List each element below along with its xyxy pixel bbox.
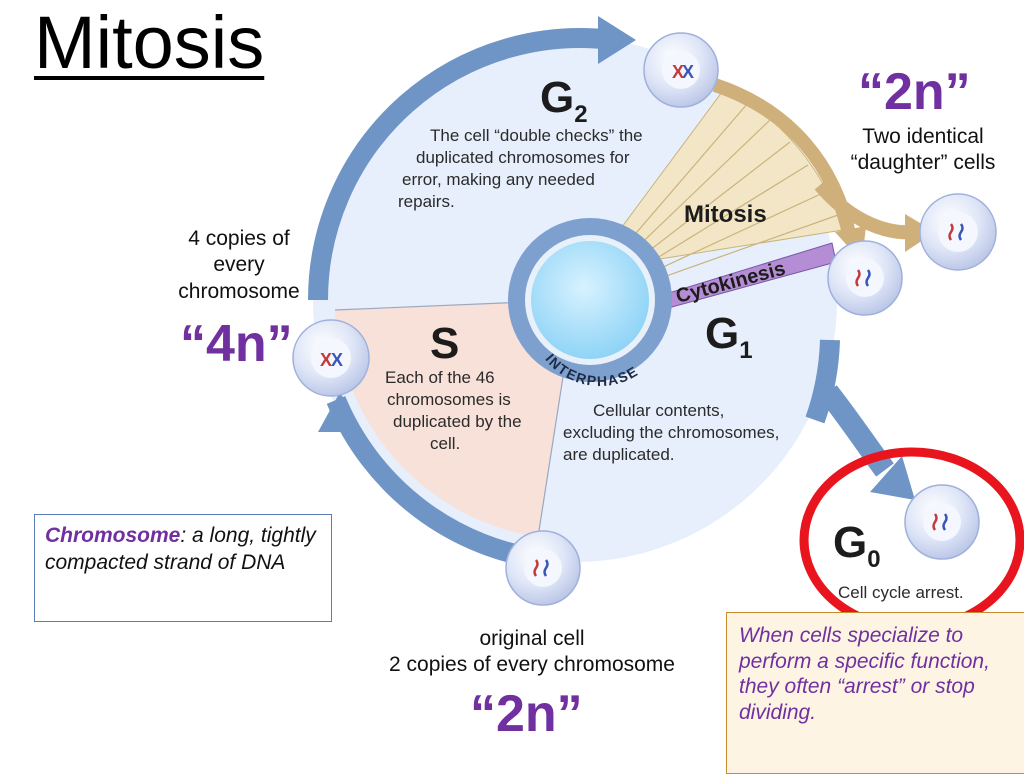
slide-title: Mitosis: [34, 1, 265, 84]
daughter-label-line1: Two identical: [862, 125, 984, 148]
daughter-label: Two identical “daughter” cells: [818, 124, 1024, 177]
specialization-note-box: When cells specialize to perform a speci…: [726, 612, 1024, 774]
daughter-label-line2: “daughter” cells: [850, 151, 996, 175]
svg-text:X: X: [682, 62, 694, 82]
g0-description: Cell cycle arrest.: [838, 583, 964, 602]
arrow-head-g0: [870, 456, 915, 500]
svg-text:repairs.: repairs.: [398, 192, 455, 211]
g1-heading: G1: [705, 309, 753, 364]
cell-s: X X: [292, 319, 370, 397]
svg-text:Each of the 46: Each of the 46: [385, 368, 495, 387]
s-cell-label: 4 copies of every chromosome: [150, 226, 328, 305]
original-cell-ploidy: “2n”: [470, 685, 583, 743]
svg-text:Cellular contents,: Cellular contents,: [593, 401, 724, 420]
daughter-ploidy: “2n”: [858, 63, 971, 121]
s-heading: S: [430, 319, 459, 368]
s-cell-ploidy: “4n”: [180, 315, 293, 373]
mitosis-label: Mitosis: [684, 201, 767, 228]
definition-text: : a long, tightly compacted strand of DN…: [45, 524, 316, 574]
g0-heading: G0: [833, 518, 881, 573]
chromosome-definition-box: Chromosome: a long, tightly compacted st…: [34, 514, 332, 622]
s-cell-label-line3: chromosome: [178, 279, 300, 303]
original-cell-label: original cell 2 copies of every chromoso…: [340, 626, 724, 679]
svg-text:chromosomes is: chromosomes is: [387, 390, 511, 409]
s-cell-label-line2: every: [213, 253, 265, 277]
cell-g0: [904, 484, 980, 560]
cell-daughter-2: [919, 193, 997, 271]
arrow-to-daughter-2: [814, 180, 916, 240]
g1-description: Cellular contents, excluding the chromos…: [563, 401, 779, 464]
arrow-head-left: [318, 392, 362, 432]
definition-term: Chromosome: [45, 524, 181, 547]
interphase-core: [525, 235, 655, 365]
svg-text:duplicated chromosomes for: duplicated chromosomes for: [416, 148, 630, 167]
svg-text:are duplicated.: are duplicated.: [563, 445, 675, 464]
svg-text:duplicated by the: duplicated by the: [393, 412, 522, 431]
s-cell-label-line1: 4 copies of: [188, 227, 290, 250]
svg-text:error, making any needed: error, making any needed: [402, 170, 595, 189]
g2-description: The cell “double checks” the duplicated …: [398, 126, 643, 211]
svg-text:X: X: [320, 350, 332, 370]
cell-original: [505, 530, 581, 606]
original-cell-label-line2: 2 copies of every chromosome: [389, 653, 675, 677]
svg-text:X: X: [672, 62, 684, 82]
specialization-note-text: When cells specialize to perform a speci…: [739, 624, 990, 724]
g2-heading: G2: [540, 73, 588, 128]
arrow-head-top: [598, 16, 636, 64]
cell-daughter-1: [827, 240, 903, 316]
original-cell-label-line1: original cell: [479, 627, 585, 650]
svg-text:excluding the chromosomes,: excluding the chromosomes,: [563, 423, 779, 442]
svg-text:The cell “double checks” the: The cell “double checks” the: [430, 126, 643, 145]
s-description: Each of the 46 chromosomes is duplicated…: [385, 368, 522, 453]
cell-g2: X X: [643, 32, 719, 108]
arrow-to-g0: [819, 385, 894, 477]
s-phase-sector: [335, 300, 575, 537]
svg-text:X: X: [331, 350, 343, 370]
svg-text:cell.: cell.: [430, 434, 460, 453]
